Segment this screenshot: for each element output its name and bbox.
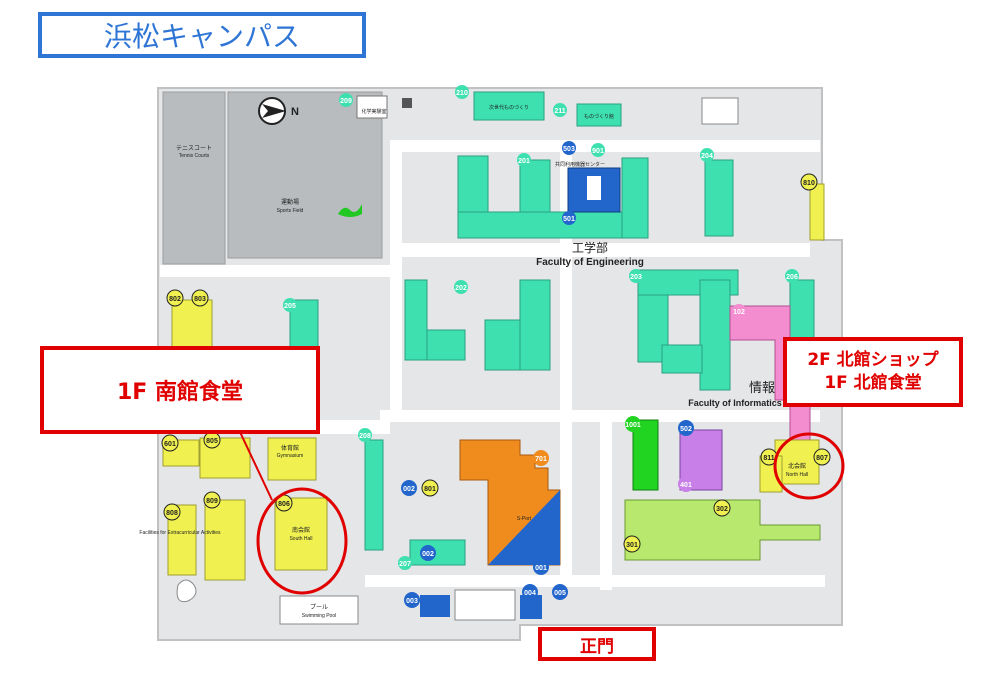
svg-text:1001: 1001 xyxy=(625,422,641,429)
svg-text:化学実験室: 化学実験室 xyxy=(361,108,386,115)
svg-text:204: 204 xyxy=(701,153,713,160)
svg-text:Gymnasium: Gymnasium xyxy=(277,453,304,459)
photonics-building xyxy=(632,419,659,491)
svg-text:208: 208 xyxy=(359,433,371,440)
svg-text:001: 001 xyxy=(535,565,547,572)
campus-title: 浜松キャンパス xyxy=(38,12,366,58)
svg-text:次世代ものづくり: 次世代ものづくり xyxy=(489,104,529,111)
svg-text:806: 806 xyxy=(278,501,290,508)
svg-text:211: 211 xyxy=(554,108,565,115)
svg-text:004: 004 xyxy=(524,590,536,597)
svg-text:601: 601 xyxy=(164,441,176,448)
svg-text:Swimming Pool: Swimming Pool xyxy=(302,613,336,619)
svg-text:811: 811 xyxy=(763,455,774,462)
svg-text:205: 205 xyxy=(284,303,296,310)
compass-label: N xyxy=(291,106,299,118)
svg-text:206: 206 xyxy=(786,274,798,281)
svg-text:203: 203 xyxy=(630,274,642,281)
svg-text:803: 803 xyxy=(194,296,206,303)
faculty-informatics-ja: 情報 xyxy=(749,380,775,395)
north-dining-label: 1F 北館食堂 xyxy=(824,373,922,393)
north-shop-label: 2F 北館ショップ xyxy=(807,350,939,370)
svg-text:002: 002 xyxy=(403,486,415,493)
svg-text:802: 802 xyxy=(169,296,181,303)
south-hall-highlight xyxy=(256,487,348,595)
svg-text:210: 210 xyxy=(456,90,468,97)
svg-text:102: 102 xyxy=(733,309,745,316)
svg-text:805: 805 xyxy=(206,438,218,445)
tennis-courts-label: テニスコート xyxy=(176,145,212,152)
sports-field xyxy=(227,91,383,259)
joint-research-lab xyxy=(567,167,621,213)
svg-text:Tennis Courts: Tennis Courts xyxy=(179,153,210,159)
svg-text:503: 503 xyxy=(563,146,575,153)
south-dining-callout: 1F 南館食堂 xyxy=(40,346,320,434)
compass-north-icon xyxy=(258,97,286,125)
north-hall-highlight xyxy=(773,432,845,500)
svg-text:807: 807 xyxy=(816,455,828,462)
svg-text:Facilities for Extracurricular: Facilities for Extracurricular Activitie… xyxy=(139,530,221,536)
svg-text:005: 005 xyxy=(554,590,566,597)
svg-text:901: 901 xyxy=(592,148,604,155)
svg-text:201: 201 xyxy=(518,158,530,165)
svg-text:209: 209 xyxy=(340,98,352,105)
swimming-pool xyxy=(279,595,359,625)
green-marker-icon xyxy=(338,204,362,217)
south-dining-label: 1F 南館食堂 xyxy=(117,380,243,405)
svg-text:801: 801 xyxy=(424,486,436,493)
svg-text:207: 207 xyxy=(399,561,411,568)
svg-text:北会館: 北会館 xyxy=(788,462,806,470)
main-gate-label: 正門 xyxy=(538,627,656,661)
svg-text:002: 002 xyxy=(422,551,434,558)
faculty-engineering-ja: 工学部 xyxy=(572,240,608,255)
svg-text:301: 301 xyxy=(626,542,638,549)
svg-text:プール: プール xyxy=(310,604,328,611)
north-hall-callout: 2F 北館ショップ 1F 北館食堂 xyxy=(783,337,963,407)
svg-text:810: 810 xyxy=(803,180,815,187)
svg-text:401: 401 xyxy=(680,482,692,489)
svg-text:808: 808 xyxy=(166,510,178,517)
tennis-courts xyxy=(162,91,226,265)
faculty-engineering-en: Faculty of Engineering xyxy=(536,257,644,268)
svg-text:501: 501 xyxy=(563,216,575,223)
svg-text:体育館: 体育館 xyxy=(281,444,299,452)
svg-text:S-Port: S-Port xyxy=(517,516,532,522)
svg-text:南会館: 南会館 xyxy=(292,526,310,534)
south-callout-connector xyxy=(239,431,273,501)
building-badges: 209 210 211 503 901 201 501 204 810 206 … xyxy=(161,85,831,608)
engineering-building-1 xyxy=(457,155,649,239)
svg-text:701: 701 xyxy=(535,456,547,463)
svg-text:809: 809 xyxy=(206,498,218,505)
svg-text:South Hall: South Hall xyxy=(289,536,312,542)
svg-text:North Hall: North Hall xyxy=(786,472,808,478)
svg-text:Sports Field: Sports Field xyxy=(277,208,304,214)
svg-text:ものづくり館: ものづくり館 xyxy=(584,113,614,120)
faculty-informatics-en: Faculty of Informatics xyxy=(688,398,782,408)
svg-text:運動場: 運動場 xyxy=(281,198,299,206)
svg-text:202: 202 xyxy=(455,285,467,292)
svg-text:502: 502 xyxy=(680,426,692,433)
svg-text:003: 003 xyxy=(406,598,418,605)
svg-text:302: 302 xyxy=(716,506,728,513)
electronics-institute xyxy=(624,499,821,561)
svg-text:共同利用機器センター: 共同利用機器センター xyxy=(555,161,605,168)
